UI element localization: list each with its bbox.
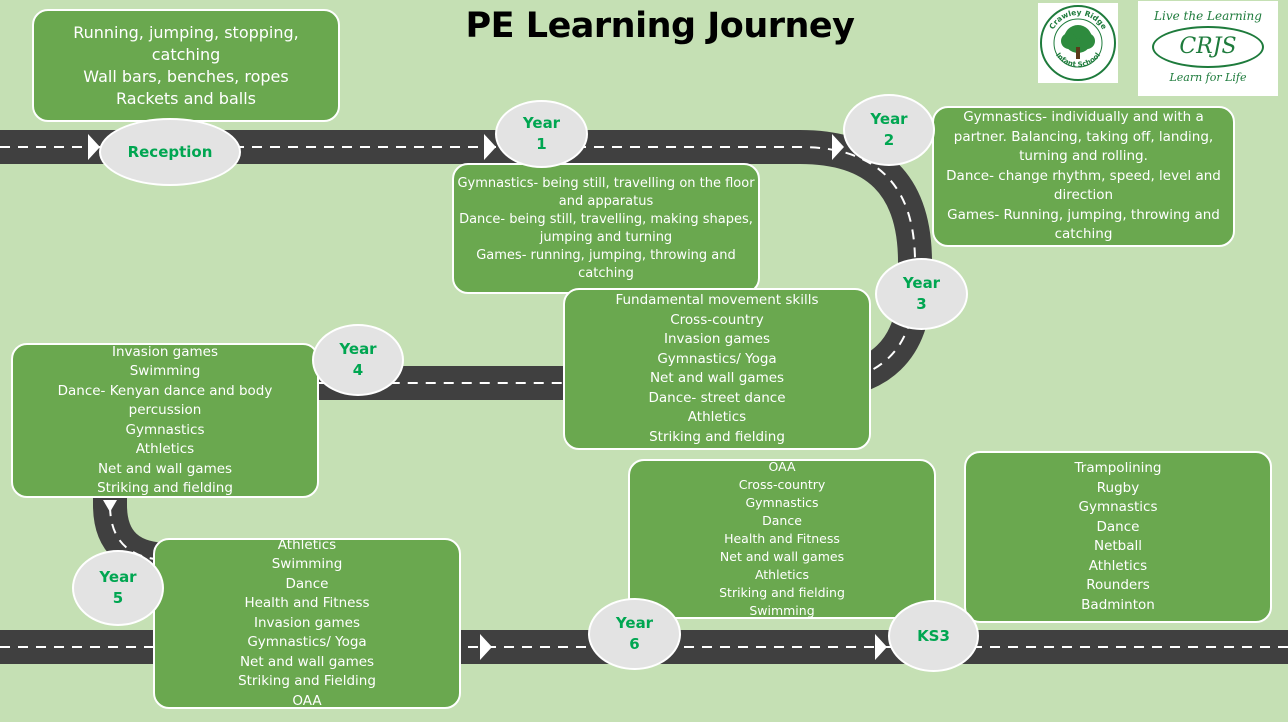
page-title: PE Learning Journey — [465, 6, 855, 46]
arrow-icon — [484, 134, 496, 160]
infant-school-logo: Crawley Ridge Infant School — [1038, 3, 1118, 83]
arrow-icon — [832, 134, 844, 160]
arrow-icon — [88, 134, 100, 160]
arrow-icon — [875, 634, 887, 660]
crjs-logo: Live the Learning CRJS Learn for Life — [1138, 1, 1278, 96]
year1-box: Gymnastics- being still, travelling on t… — [452, 163, 760, 294]
logo-tagline-bottom: Learn for Life — [1169, 71, 1247, 84]
logo-tagline-top: Live the Learning — [1154, 9, 1262, 23]
stage-reception: Reception — [99, 118, 241, 186]
logo-name: CRJS — [1152, 26, 1264, 68]
arrow-icon — [480, 634, 492, 660]
arrow-icon — [103, 500, 117, 512]
stage-ks3: KS3 — [888, 600, 979, 672]
